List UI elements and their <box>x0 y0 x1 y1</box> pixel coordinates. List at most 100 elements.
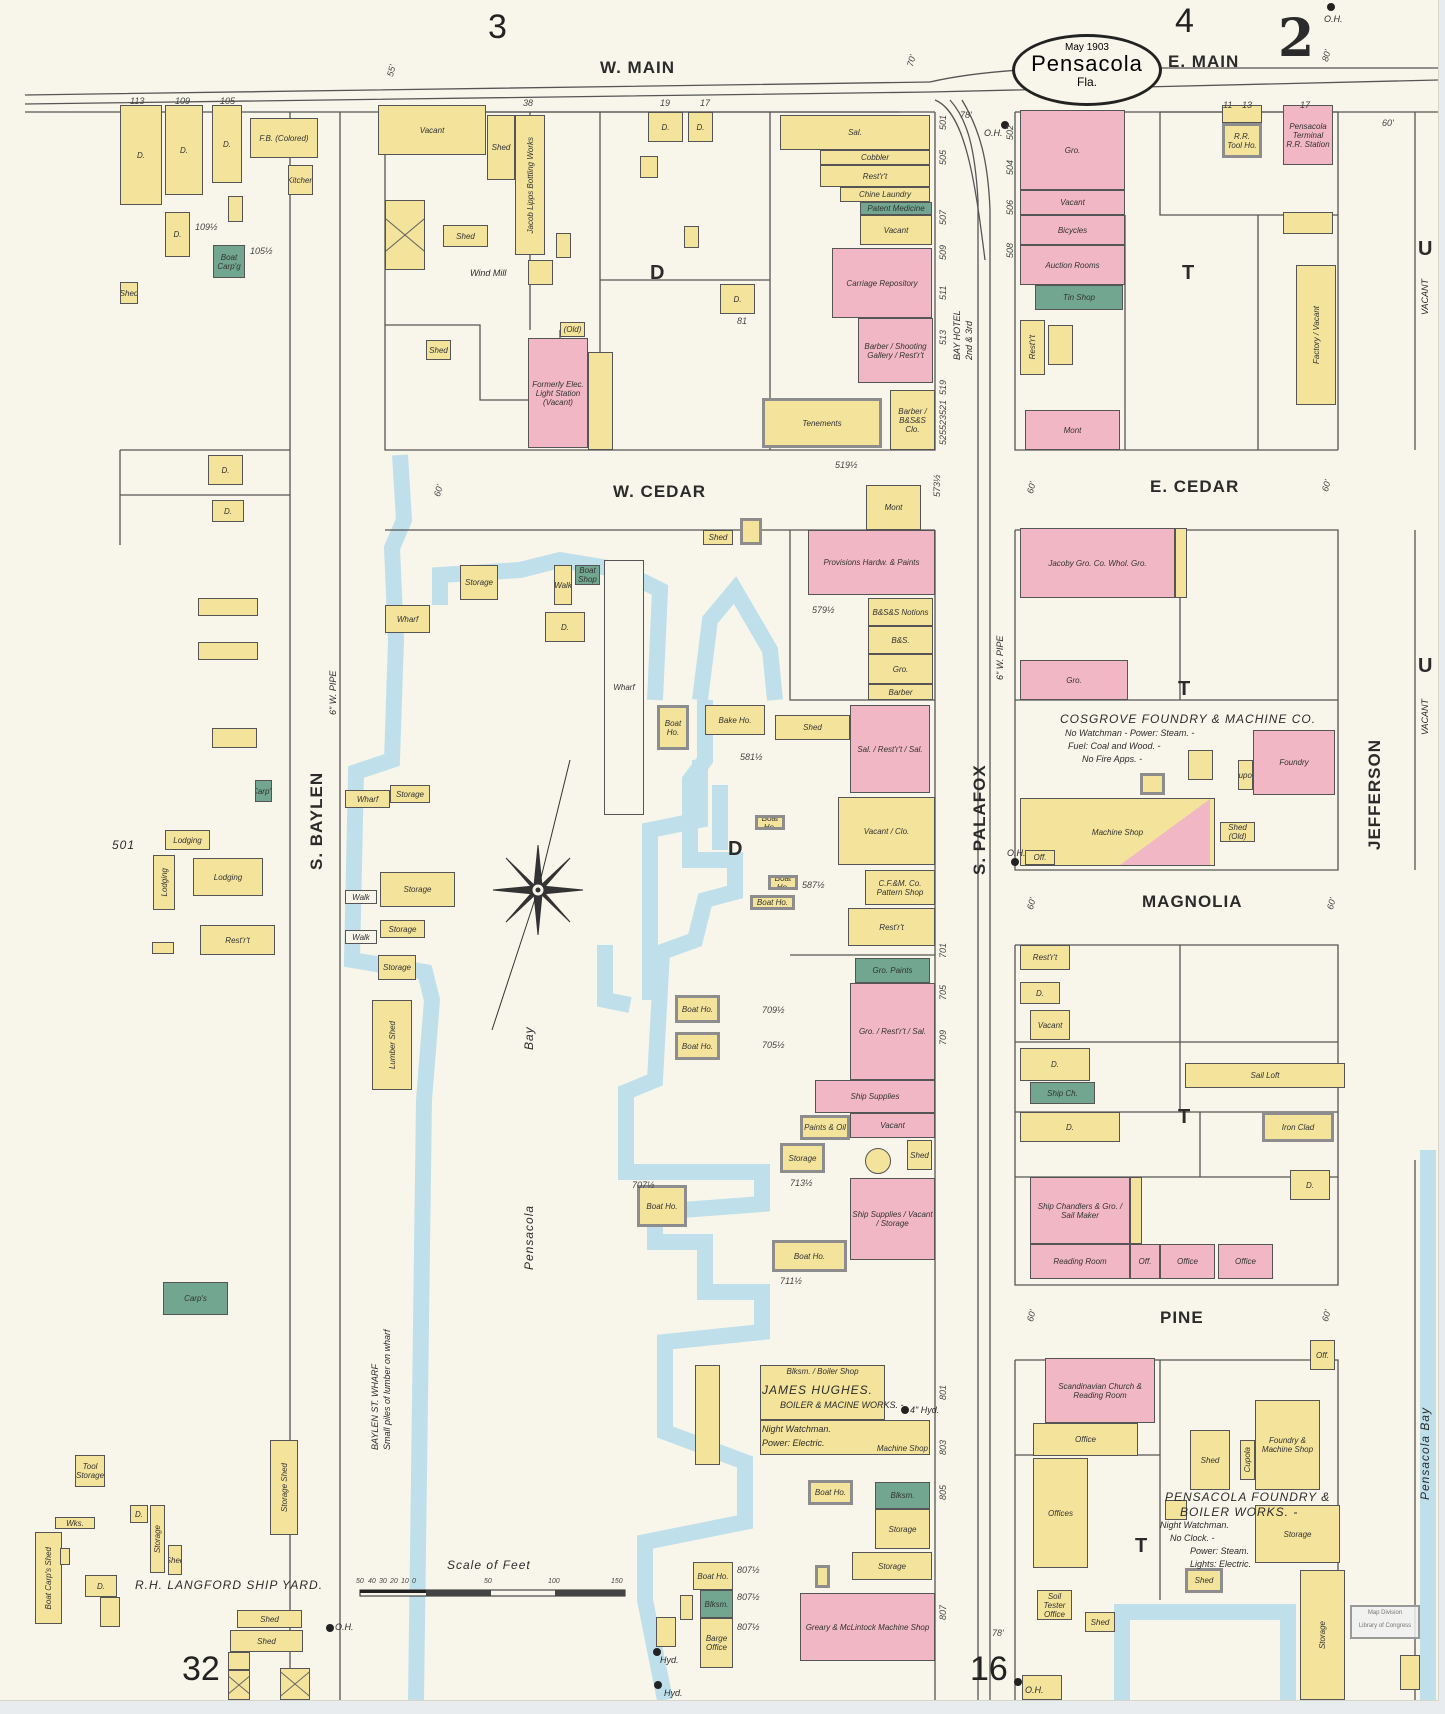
scale-tick-label: 50 <box>484 1578 492 1585</box>
building-label: Lodging <box>173 835 202 845</box>
building-carp-s: Carp's <box>163 1282 228 1315</box>
building-label: D. <box>1051 1060 1059 1069</box>
building-label: Boat Ho. <box>664 718 682 737</box>
building-label: Scandinavian Church & Reading Room <box>1058 1381 1142 1400</box>
building-d: D. <box>130 1505 148 1523</box>
building-shed: Shed <box>487 115 515 180</box>
building-storage: Storage <box>380 920 425 938</box>
building-lodging: Lodging <box>165 830 210 850</box>
building-carp-s: Carp's <box>255 780 272 802</box>
building-label: Shed <box>429 345 448 355</box>
building-sal: Sal. <box>780 115 930 150</box>
building-boat-ho: Boat Ho. <box>772 1240 847 1272</box>
brick-section <box>1120 799 1210 865</box>
building-label: Mont <box>1063 425 1082 435</box>
building-label: Boat Carp'g <box>217 252 241 271</box>
building-mont: Mont <box>1025 410 1120 450</box>
building-label: Wks. <box>66 1518 84 1528</box>
building-label: Storage <box>395 789 425 799</box>
building-label: D. <box>180 145 188 155</box>
building-d: D. <box>212 500 244 522</box>
building-walk: Walk <box>345 890 377 904</box>
building-label: (Old) <box>563 325 582 334</box>
building-shed: Shed <box>1190 1430 1230 1490</box>
building-old: (Old) <box>560 322 585 337</box>
building-label: Boat Ho. <box>761 815 779 830</box>
building-label: Carriage Repository <box>846 278 918 288</box>
building-label: Wharf <box>356 794 379 804</box>
house-number: 506 <box>1005 199 1015 215</box>
building-unlabeled <box>1130 1177 1142 1244</box>
house-number: 579½ <box>812 605 835 615</box>
building-boat-ho: Boat Ho. <box>755 815 785 830</box>
building-ship-supplies: Ship Supplies <box>815 1080 935 1113</box>
building-label: Shed <box>169 1555 181 1565</box>
hydrants <box>326 3 1335 1689</box>
building-rest-r-t: Rest'r't <box>848 908 935 946</box>
building-cobbler: Cobbler <box>820 150 930 165</box>
building-gro: Gro. <box>1020 660 1128 700</box>
building-unlabeled <box>695 1365 720 1465</box>
building-unlabeled <box>228 196 243 222</box>
building-label: Rest'r't <box>862 171 888 181</box>
oh-label: O.H. <box>1025 1685 1044 1695</box>
oh-label: O.H. <box>984 128 1003 138</box>
building-d: D. <box>165 212 190 257</box>
building-office: Office <box>1160 1244 1215 1279</box>
building-lodging: Lodging <box>193 858 263 896</box>
langford-label: R.H. LANGFORD SHIP YARD. <box>135 1578 324 1592</box>
building-unlabeled <box>865 1148 891 1174</box>
building-label: Storage Shed <box>279 1463 289 1512</box>
building-label: Lodging <box>213 872 243 882</box>
building-shed: Shed <box>168 1545 182 1575</box>
building-unlabeled <box>1165 1500 1187 1520</box>
building-label: D. <box>221 465 230 475</box>
hotel-floors-label: 2nd & 3rd <box>964 320 974 360</box>
sheet-number: 2 <box>1278 8 1315 69</box>
house-number: 523 <box>938 414 948 430</box>
building-storage: Storage <box>380 872 455 907</box>
building-label: Tin Shop <box>1063 293 1095 302</box>
building-label: D. <box>223 139 231 149</box>
building-label: Vacant <box>883 225 909 235</box>
building-wharf: Wharf <box>345 790 390 808</box>
building-storage: Storage <box>875 1509 930 1549</box>
pfbw-note: Power: Steam. <box>1190 1546 1250 1556</box>
block-letter-t: T <box>1178 678 1191 700</box>
building-label: D. <box>561 622 569 632</box>
building-label: Barber <box>888 687 913 697</box>
building-label: Storage <box>153 1524 162 1554</box>
building-storage-shed: Storage Shed <box>270 1440 298 1535</box>
building-label: Cobbler <box>860 153 889 162</box>
building-blksm: Blksm. <box>875 1482 930 1509</box>
building-lodging: Lodging <box>153 855 175 910</box>
building-vacant: Vacant <box>1020 190 1125 215</box>
block-letter-t: T <box>1135 1535 1148 1557</box>
building-shed-old: Shed (Old) <box>1220 822 1255 842</box>
bay-name-label: Pensacola <box>522 1204 536 1270</box>
building-label: Walk <box>352 932 370 942</box>
building-greary-mclintock-machine-shop: Greary & McLintock Machine Shop <box>800 1593 935 1661</box>
shore-north <box>432 551 669 701</box>
building-shed: Shed <box>443 225 488 247</box>
building-label: Shed <box>1090 1617 1110 1627</box>
building-label: Soil Tester Office <box>1043 1591 1066 1619</box>
building-label: Lumber Shed <box>387 1020 397 1070</box>
house-number: 573½ <box>932 474 942 497</box>
house-number: 803 <box>938 1439 948 1455</box>
house-number: 587½ <box>802 880 825 890</box>
house-number: 513 <box>938 329 948 345</box>
building-label: Bicycles <box>1057 225 1088 235</box>
building-boat-carp-s-shed: Boat Carp's Shed <box>35 1532 62 1624</box>
building-storage: Storage <box>852 1552 932 1580</box>
building-shed: Shed <box>237 1610 302 1628</box>
house-number: 109½ <box>195 222 218 232</box>
building-office: Office <box>1218 1244 1273 1279</box>
scale-tick-label: 30 <box>379 1578 387 1585</box>
vacant-label: VACANT <box>1420 698 1430 735</box>
street-s-baylen: S. BAYLEN <box>307 771 326 870</box>
rail-spur <box>934 99 986 261</box>
hughes-note: BOILER & MACINE WORKS. - <box>780 1400 904 1410</box>
building-label: Vacant / Clo. <box>863 826 910 836</box>
building-label: Storage <box>888 1524 917 1534</box>
